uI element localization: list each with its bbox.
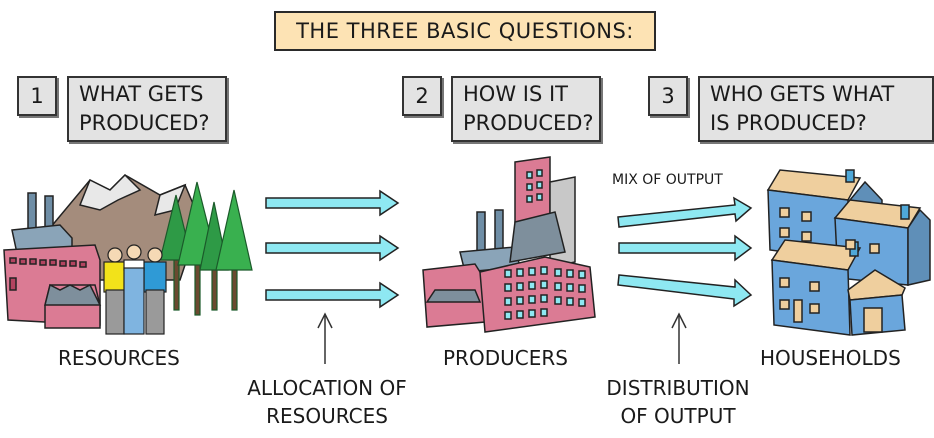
question-1-box: WHAT GETS PRODUCED? bbox=[67, 76, 227, 142]
question-line: HOW IS IT bbox=[463, 82, 568, 106]
allocation-pointer-arrow bbox=[317, 312, 333, 364]
distribution-label: DISTRIBUTION OF OUTPUT bbox=[588, 374, 768, 430]
flow-arrow bbox=[617, 196, 753, 228]
flow-arrow bbox=[265, 281, 400, 309]
producers-illustration bbox=[422, 156, 596, 333]
allocation-label-line: RESOURCES bbox=[266, 404, 388, 428]
flow-arrow bbox=[617, 274, 753, 308]
resources-label: RESOURCES bbox=[58, 346, 180, 370]
question-line: IS PRODUCED? bbox=[710, 111, 867, 135]
distribution-label-line: OF OUTPUT bbox=[620, 404, 736, 428]
allocation-label-line: ALLOCATION OF bbox=[247, 376, 407, 400]
producers-label: PRODUCERS bbox=[443, 346, 568, 370]
question-number-text: 3 bbox=[661, 84, 675, 108]
people-icon bbox=[103, 244, 167, 335]
question-line: WHAT GETS bbox=[79, 82, 204, 106]
distribution-arrows bbox=[617, 196, 753, 308]
question-2-box: HOW IS IT PRODUCED? bbox=[451, 76, 601, 142]
mix-of-output-label: MIX OF OUTPUT bbox=[612, 172, 723, 188]
flow-arrow bbox=[265, 189, 400, 217]
houses-icon bbox=[766, 169, 931, 336]
question-line: PRODUCED? bbox=[79, 111, 210, 135]
question-2-number: 2 bbox=[402, 76, 442, 116]
question-number-text: 1 bbox=[30, 84, 44, 108]
distribution-label-line: DISTRIBUTION bbox=[606, 376, 750, 400]
question-line: PRODUCED? bbox=[463, 111, 594, 135]
allocation-label: ALLOCATION OF RESOURCES bbox=[229, 374, 425, 430]
flow-arrow bbox=[618, 234, 753, 262]
question-3-box: WHO GETS WHAT IS PRODUCED? bbox=[698, 76, 934, 142]
question-3-number: 3 bbox=[648, 76, 688, 116]
factory-building-icon bbox=[422, 156, 596, 333]
households-illustration bbox=[766, 169, 931, 336]
title-banner: THE THREE BASIC QUESTIONS: bbox=[274, 11, 656, 51]
households-label: HOUSEHOLDS bbox=[760, 346, 901, 370]
question-line: WHO GETS WHAT bbox=[710, 82, 895, 106]
allocation-arrows bbox=[265, 189, 400, 309]
question-1-number: 1 bbox=[17, 76, 57, 116]
distribution-pointer-arrow bbox=[671, 312, 687, 364]
question-number-text: 2 bbox=[415, 84, 429, 108]
factory-icon bbox=[3, 192, 102, 329]
trees-icon bbox=[159, 181, 253, 316]
resources-illustration bbox=[3, 173, 253, 335]
title-text: THE THREE BASIC QUESTIONS: bbox=[296, 19, 634, 43]
flow-arrow bbox=[265, 234, 400, 262]
